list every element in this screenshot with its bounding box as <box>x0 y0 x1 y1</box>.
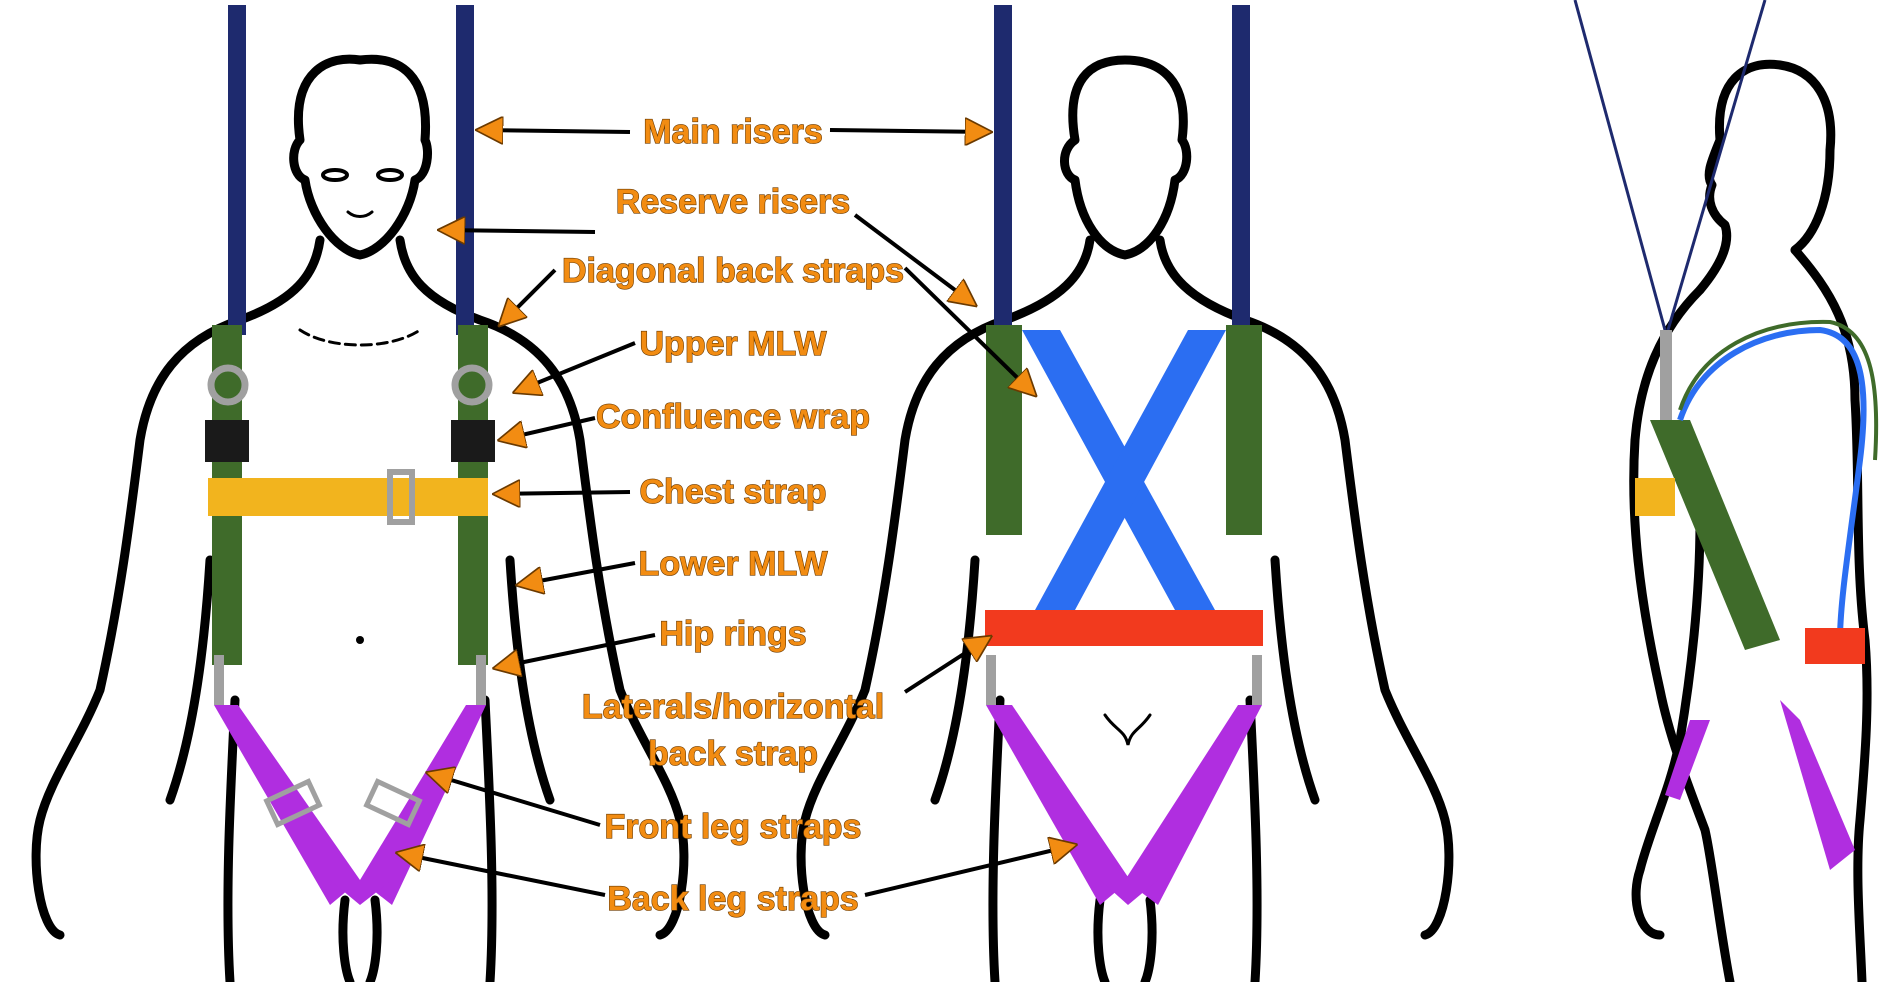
front-chest-strap <box>208 478 488 516</box>
label-hip-rings: Hip rings <box>659 615 806 653</box>
reserve-risers-arrow <box>440 230 596 232</box>
label-upper-mlw: Upper MLW <box>640 325 828 363</box>
back-right-main-lift-web <box>1226 325 1262 535</box>
label-chest-strap: Chest strap <box>639 473 826 511</box>
front-left-leg-strap <box>214 705 360 905</box>
reserve-risers-arrow-back <box>853 213 975 305</box>
label-laterals-line2: back strap <box>648 735 818 773</box>
back-right-leg-strap <box>1125 705 1262 905</box>
front-left-main-riser <box>228 5 246 335</box>
diagonal-back-straps-arrow-left <box>500 268 557 325</box>
label-diagonal-back-straps: Diagonal back straps <box>562 252 904 290</box>
confluence-wrap-arrow <box>500 416 596 440</box>
side-leg-strap-front <box>1665 720 1710 800</box>
back-leg-straps-arrow-right <box>864 845 1075 897</box>
label-confluence-wrap: Confluence wrap <box>596 398 870 436</box>
label-laterals-line1: Laterals/horizontal <box>582 688 884 726</box>
upper-mlw-arrow <box>515 341 636 392</box>
side-horizontal-strap <box>1805 628 1865 664</box>
side-riser-hardware <box>1660 330 1672 420</box>
hip-rings-arrow <box>495 633 656 668</box>
front-right-hip-ring <box>476 655 486 705</box>
side-leg-strap-back <box>1780 700 1855 870</box>
back-right-main-riser <box>1232 5 1250 335</box>
leader-lines <box>398 130 1075 897</box>
main-risers-arrow-left <box>478 130 631 132</box>
side-harness <box>1573 0 1879 870</box>
back-left-hip-ring <box>986 655 996 705</box>
chest-strap-buckle <box>387 469 415 525</box>
label-back-leg-straps: Back leg straps <box>607 880 858 918</box>
label-reserve-risers: Reserve risers <box>616 183 850 221</box>
back-left-leg-strap <box>986 705 1130 905</box>
front-right-confluence-wrap <box>451 420 495 462</box>
front-left-riser-ring <box>207 364 249 406</box>
labels: Main risers Reserve risers Diagonal back… <box>561 112 904 918</box>
front-right-riser-ring <box>451 364 493 406</box>
lower-mlw-arrow <box>518 561 636 585</box>
label-lower-mlw: Lower MLW <box>639 545 829 583</box>
label-main-risers: Main risers <box>643 113 823 151</box>
laterals-arrow <box>903 637 990 694</box>
back-right-hip-ring <box>1252 655 1262 705</box>
back-harness <box>985 5 1263 905</box>
side-riser-line-1 <box>1573 0 1667 331</box>
back-left-main-lift-web <box>986 325 1022 535</box>
back-view-figure <box>796 55 1454 982</box>
front-harness <box>205 5 495 905</box>
side-main-lift-web <box>1650 420 1780 650</box>
main-risers-arrow-right <box>829 130 990 132</box>
label-front-leg-straps: Front leg straps <box>605 808 862 846</box>
front-leg-straps-arrow <box>428 773 601 827</box>
front-left-confluence-wrap <box>205 420 249 462</box>
back-leg-strap-junction <box>1100 880 1158 905</box>
front-view-figure <box>31 54 689 982</box>
front-left-leg-buckle <box>263 778 323 828</box>
side-chest-strap-buckle <box>1635 478 1675 516</box>
side-back-strap-green <box>1678 319 1879 461</box>
back-horizontal-strap <box>985 610 1263 646</box>
front-left-hip-ring <box>214 655 224 705</box>
front-right-main-riser <box>456 5 474 335</box>
front-right-leg-buckle <box>363 778 423 828</box>
chest-strap-arrow <box>495 492 631 494</box>
back-diagonal-strap-right-to-left <box>1035 330 1226 610</box>
side-riser-line-2 <box>1666 0 1767 331</box>
leg-strap-junction <box>330 880 392 905</box>
front-right-leg-strap <box>360 705 486 905</box>
side-back-strap-blue <box>1677 326 1867 641</box>
diagonal-back-straps-arrow-right <box>903 266 1035 395</box>
back-left-main-riser <box>994 5 1012 335</box>
back-leg-straps-arrow-left <box>398 853 606 897</box>
